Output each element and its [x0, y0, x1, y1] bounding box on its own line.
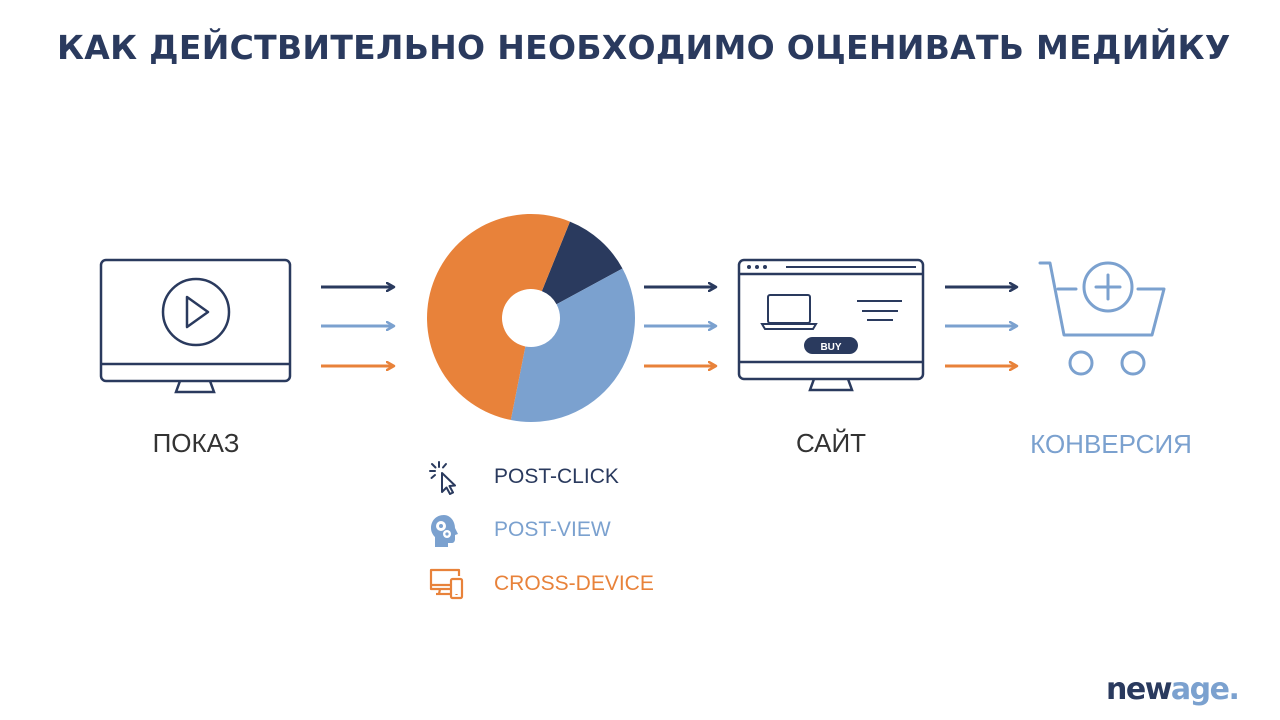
browser-dot-icon	[747, 265, 751, 269]
donut-slice-post-view	[510, 268, 635, 422]
browser-monitor-icon	[737, 258, 925, 392]
legend-label-cross-device: CROSS-DEVICE	[494, 572, 654, 595]
browser-dot-icon	[755, 265, 759, 269]
brand-logo: newage.	[1106, 672, 1240, 707]
devices-icon	[429, 568, 464, 600]
laptop-icon	[760, 294, 818, 330]
logo-text-age: age	[1170, 672, 1230, 707]
page-title: КАК ДЕЙСТВИТЕЛЬНО НЕОБХОДИМО ОЦЕНИВАТЬ М…	[57, 28, 1231, 67]
donut-slice-cross-device	[427, 214, 570, 421]
buy-button	[804, 337, 858, 354]
cursor-click-icon	[429, 461, 456, 495]
logo-dot: .	[1228, 672, 1240, 707]
text-lines-icon	[857, 300, 902, 321]
cart-plus-icon	[1038, 261, 1166, 376]
browser-dot-icon	[763, 265, 767, 269]
head-gears-icon	[431, 515, 458, 547]
legend-label-post-view: POST-VIEW	[494, 518, 611, 541]
stage-label-impression: ПОКАЗ	[152, 428, 240, 458]
attribution-donut	[427, 214, 635, 422]
monitor-play-icon	[99, 258, 292, 394]
buy-button-label: BUY	[820, 342, 841, 353]
stage-label-conversion: КОНВЕРСИЯ	[1030, 429, 1192, 459]
stage-label-site: САЙТ	[795, 428, 867, 458]
logo-text-new: new	[1106, 672, 1172, 707]
donut-slice-post-click	[541, 221, 623, 305]
legend-label-post-click: POST-CLICK	[494, 465, 619, 488]
